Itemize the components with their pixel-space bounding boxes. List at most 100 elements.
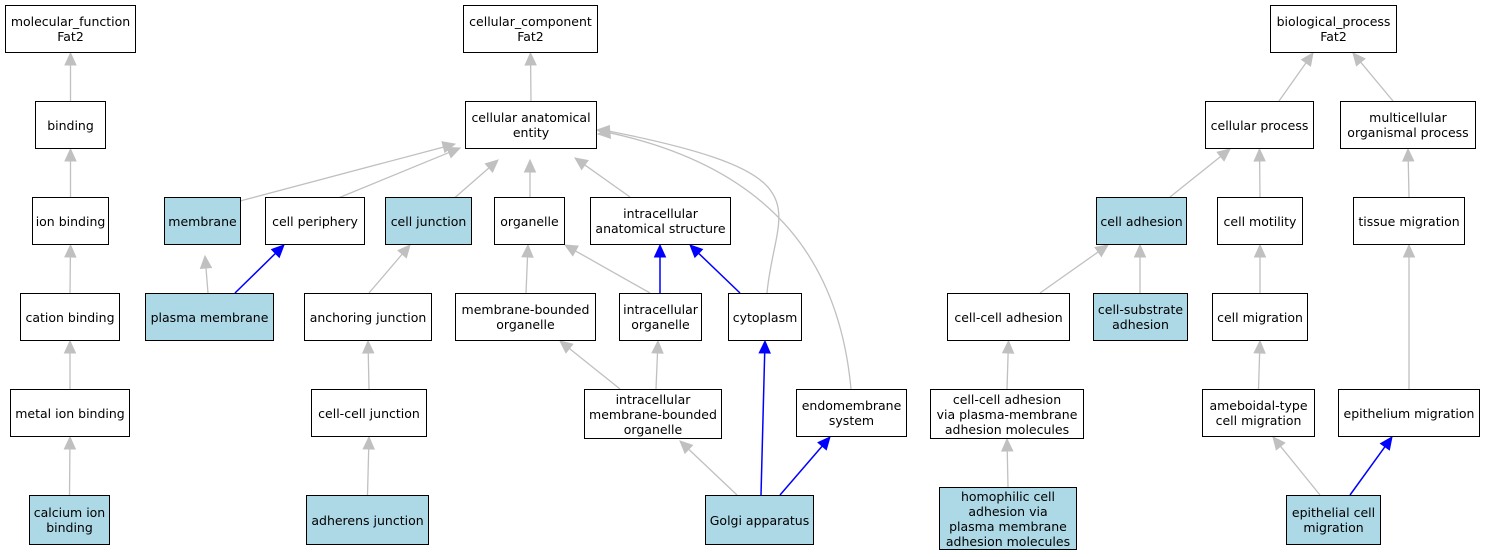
edge-line xyxy=(1407,160,1410,198)
edge-cell-junction-to-cae xyxy=(450,159,499,202)
edge-arrowhead xyxy=(574,157,589,171)
edge-arrowhead xyxy=(1272,436,1286,451)
edge-golgi-to-imbo xyxy=(679,440,738,496)
node-csadh: cell-substrate adhesion xyxy=(1093,293,1188,341)
edge-arrowhead xyxy=(689,244,704,259)
edge-cellular-process-to-bp-root xyxy=(1278,52,1314,102)
edge-endomembrane-to-cae xyxy=(596,126,852,390)
node-anchoring-junction: anchoring junction xyxy=(304,293,432,341)
edge-arrowhead xyxy=(199,254,213,269)
edge-metal-ion-binding-to-cation-binding xyxy=(63,339,77,389)
node-ion-binding: ion binding xyxy=(32,197,109,245)
edge-line xyxy=(368,253,403,294)
edge-line xyxy=(234,252,276,294)
edge-arrowhead xyxy=(397,244,411,259)
edge-line xyxy=(1039,251,1099,294)
node-endomembrane: endomembrane system xyxy=(796,389,907,437)
edge-arrowhead xyxy=(64,243,77,258)
edge-arrowhead xyxy=(1253,243,1267,258)
edge-binding-to-mf-root xyxy=(64,51,77,101)
edge-arrowhead xyxy=(362,435,375,450)
edge-line xyxy=(1280,445,1321,496)
edge-arrowhead xyxy=(523,158,537,173)
edge-organelle-to-cae xyxy=(523,158,537,197)
edge-arrowhead xyxy=(63,339,77,354)
node-cell-migration: cell migration xyxy=(1212,293,1308,341)
edge-calcium-ion-binding-to-metal-ion-binding xyxy=(63,435,77,496)
node-bp-root: biological_process Fat2 xyxy=(1270,5,1397,53)
edge-adherens-to-ccj xyxy=(362,435,375,496)
edge-cell-periphery-to-cae xyxy=(330,146,462,202)
edge-amoeboid-to-cell-migration xyxy=(1253,339,1266,390)
edge-arrowhead xyxy=(563,244,579,257)
edge-line xyxy=(205,267,209,294)
edge-arrowhead xyxy=(758,339,771,354)
edge-csadh-to-cell-adhesion xyxy=(1133,243,1147,293)
node-cell-motility: cell motility xyxy=(1217,197,1303,245)
edge-arrowhead xyxy=(653,243,667,258)
node-ccadh: cell-cell adhesion xyxy=(947,293,1070,341)
node-organelle: organelle xyxy=(494,197,565,245)
edge-cytoplasm-to-ias xyxy=(689,244,741,294)
edge-mbo-to-organelle xyxy=(521,243,534,294)
node-mbo: membrane-bounded organelle xyxy=(455,293,596,341)
edge-epi-migration-to-tissue-migration xyxy=(1402,243,1416,389)
edge-arrowhead xyxy=(1300,52,1314,67)
edge-arrowhead xyxy=(270,244,285,259)
edge-arrowhead xyxy=(484,159,499,173)
edge-line xyxy=(450,167,490,202)
node-tissue-migration: tissue migration xyxy=(1353,197,1465,245)
edge-line xyxy=(655,352,659,390)
edge-arrowhead xyxy=(361,339,375,354)
node-homophilic: homophilic cell adhesion via plasma memb… xyxy=(939,487,1077,550)
edge-arrowhead xyxy=(1216,148,1231,162)
node-ccapm: cell-cell adhesion via plasma-membrane a… xyxy=(930,389,1084,439)
edge-line xyxy=(584,164,631,198)
edge-line xyxy=(575,250,651,294)
node-cell-adhesion: cell adhesion xyxy=(1096,197,1187,245)
edge-ccj-to-anchoring-junction xyxy=(361,339,375,390)
edge-arrowhead xyxy=(1253,147,1266,162)
edge-line xyxy=(760,352,766,496)
edge-golgi-to-endomembrane xyxy=(779,436,831,496)
edge-epi-cell-migration-to-epi-migration xyxy=(1349,436,1393,496)
edge-line xyxy=(330,151,450,202)
node-mop: multicellular organismal process xyxy=(1340,101,1476,149)
node-cell-junction: cell junction xyxy=(385,197,472,245)
edge-arrowhead xyxy=(559,340,574,354)
node-cytoplasm: cytoplasm xyxy=(728,293,802,341)
edge-arrowhead xyxy=(1133,243,1147,258)
node-metal-ion-binding: metal ion binding xyxy=(10,389,130,437)
edge-arrowhead xyxy=(524,51,537,66)
node-ccj: cell-cell junction xyxy=(311,389,427,437)
node-epi-cell-migration: epithelial cell migration xyxy=(1286,495,1381,545)
edge-membrane-to-cae xyxy=(239,141,457,202)
edge-arrowhead xyxy=(1352,52,1366,67)
edge-golgi-to-cytoplasm xyxy=(758,339,771,496)
node-membrane: membrane xyxy=(164,197,241,245)
edge-line xyxy=(688,448,738,496)
node-cell-periphery: cell periphery xyxy=(265,197,365,245)
edge-tissue-migration-to-mop xyxy=(1401,147,1415,198)
edge-line xyxy=(1360,61,1394,102)
edge-arrowhead xyxy=(1001,339,1015,354)
edge-line xyxy=(1006,352,1009,390)
edge-io-to-ias xyxy=(653,243,667,293)
node-epi-migration: epithelium migration xyxy=(1338,389,1480,437)
node-binding: binding xyxy=(35,101,106,149)
node-io: intracellular organelle xyxy=(619,293,702,341)
edge-line xyxy=(367,352,370,390)
node-golgi: Golgi apparatus xyxy=(705,495,814,545)
edge-plasma-membrane-to-membrane xyxy=(199,254,213,294)
node-cc-root: cellular_component Fat2 xyxy=(463,5,598,53)
edge-arrowhead xyxy=(1000,437,1014,452)
node-cation-binding: cation binding xyxy=(20,293,120,341)
edge-arrowhead xyxy=(679,440,694,455)
edge-line xyxy=(779,445,823,496)
edge-line xyxy=(608,130,780,294)
edge-arrowhead xyxy=(64,51,77,66)
edge-arrowhead xyxy=(64,147,77,162)
edge-line xyxy=(1006,450,1009,488)
